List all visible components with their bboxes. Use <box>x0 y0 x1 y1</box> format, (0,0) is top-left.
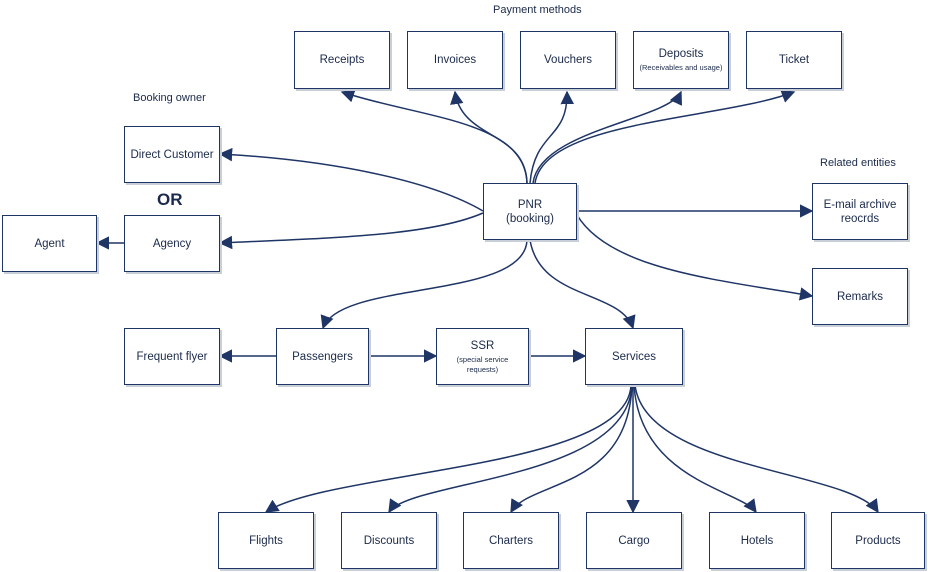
node-invoices-title: Invoices <box>433 54 477 66</box>
node-cargo: Cargo <box>586 512 682 569</box>
node-email-archive-title: E-mail archive reocrds <box>823 198 897 225</box>
edge-pnr-services <box>529 239 636 330</box>
node-hotels: Hotels <box>709 512 805 569</box>
edge-services-products <box>634 384 879 514</box>
node-ticket-title: Ticket <box>778 54 810 66</box>
node-flights: Flights <box>218 512 314 569</box>
node-direct-customer-title: Direct Customer <box>130 148 214 161</box>
node-vouchers: Vouchers <box>520 31 616 89</box>
edge-pnr-receipts <box>340 89 528 184</box>
or-label: OR <box>157 190 183 209</box>
node-ssr: SSR (special service requests) <box>436 328 529 385</box>
node-agency: Agency <box>124 215 220 272</box>
node-agency-title: Agency <box>152 237 192 250</box>
node-products-title: Products <box>855 534 901 547</box>
node-remarks: Remarks <box>812 268 908 325</box>
node-ssr-subtitle: (special service requests) <box>456 354 509 374</box>
node-frequent-flyer-title: Frequent flyer <box>136 350 208 363</box>
edge-pnr-ticket <box>534 89 796 184</box>
edge-pnr-remarks <box>576 214 814 301</box>
edge-services-flights <box>264 384 632 513</box>
node-passengers: Passengers <box>276 328 369 385</box>
node-pnr-title: PNR <box>517 198 543 211</box>
node-receipts-title: Receipts <box>319 54 365 66</box>
node-agent-title: Agent <box>34 237 65 250</box>
edge-pnr-vouchers <box>529 90 574 184</box>
edge-pnr-invoices <box>450 90 528 184</box>
node-charters-title: Charters <box>488 534 534 547</box>
edge-pnr-direct-customer <box>218 147 484 212</box>
node-cargo-title: Cargo <box>618 534 650 547</box>
node-services-title: Services <box>611 350 657 363</box>
node-ssr-title: SSR <box>470 339 495 352</box>
node-pnr: PNR (booking) <box>483 183 577 240</box>
node-frequent-flyer: Frequent flyer <box>124 328 220 385</box>
booking-owner-label: Booking owner <box>133 92 206 104</box>
node-charters: Charters <box>463 512 559 569</box>
node-invoices: Invoices <box>407 31 503 89</box>
edge-pnr-agency <box>218 212 484 250</box>
edge-pnr-deposits <box>532 90 682 184</box>
related-entities-label: Related entities <box>820 157 896 169</box>
node-ticket: Ticket <box>746 31 842 89</box>
node-pnr-subtitle: (booking) <box>506 212 554 225</box>
node-deposits-subtitle: (Receivables and usage) <box>639 63 723 72</box>
node-agent: Agent <box>2 215 97 272</box>
node-deposits: Deposits (Receivables and usage) <box>633 31 729 89</box>
node-passengers-title: Passengers <box>292 350 353 363</box>
node-services: Services <box>585 328 683 385</box>
edge-services-hotels <box>633 384 757 514</box>
node-discounts: Discounts <box>341 512 437 569</box>
node-hotels-title: Hotels <box>740 534 774 547</box>
edge-services-charters <box>510 384 633 514</box>
node-remarks-title: Remarks <box>836 290 883 303</box>
payment-methods-label: Payment methods <box>493 4 582 16</box>
node-receipts: Receipts <box>294 31 390 89</box>
node-email-archive: E-mail archive reocrds <box>812 183 908 240</box>
edge-services-discounts <box>388 384 633 514</box>
node-deposits-title: Deposits <box>658 48 704 60</box>
node-discounts-title: Discounts <box>363 534 415 547</box>
node-flights-title: Flights <box>249 534 283 547</box>
edge-pnr-passengers <box>320 239 528 330</box>
node-vouchers-title: Vouchers <box>544 54 592 66</box>
node-direct-customer: Direct Customer <box>124 126 220 183</box>
node-products: Products <box>831 512 925 569</box>
